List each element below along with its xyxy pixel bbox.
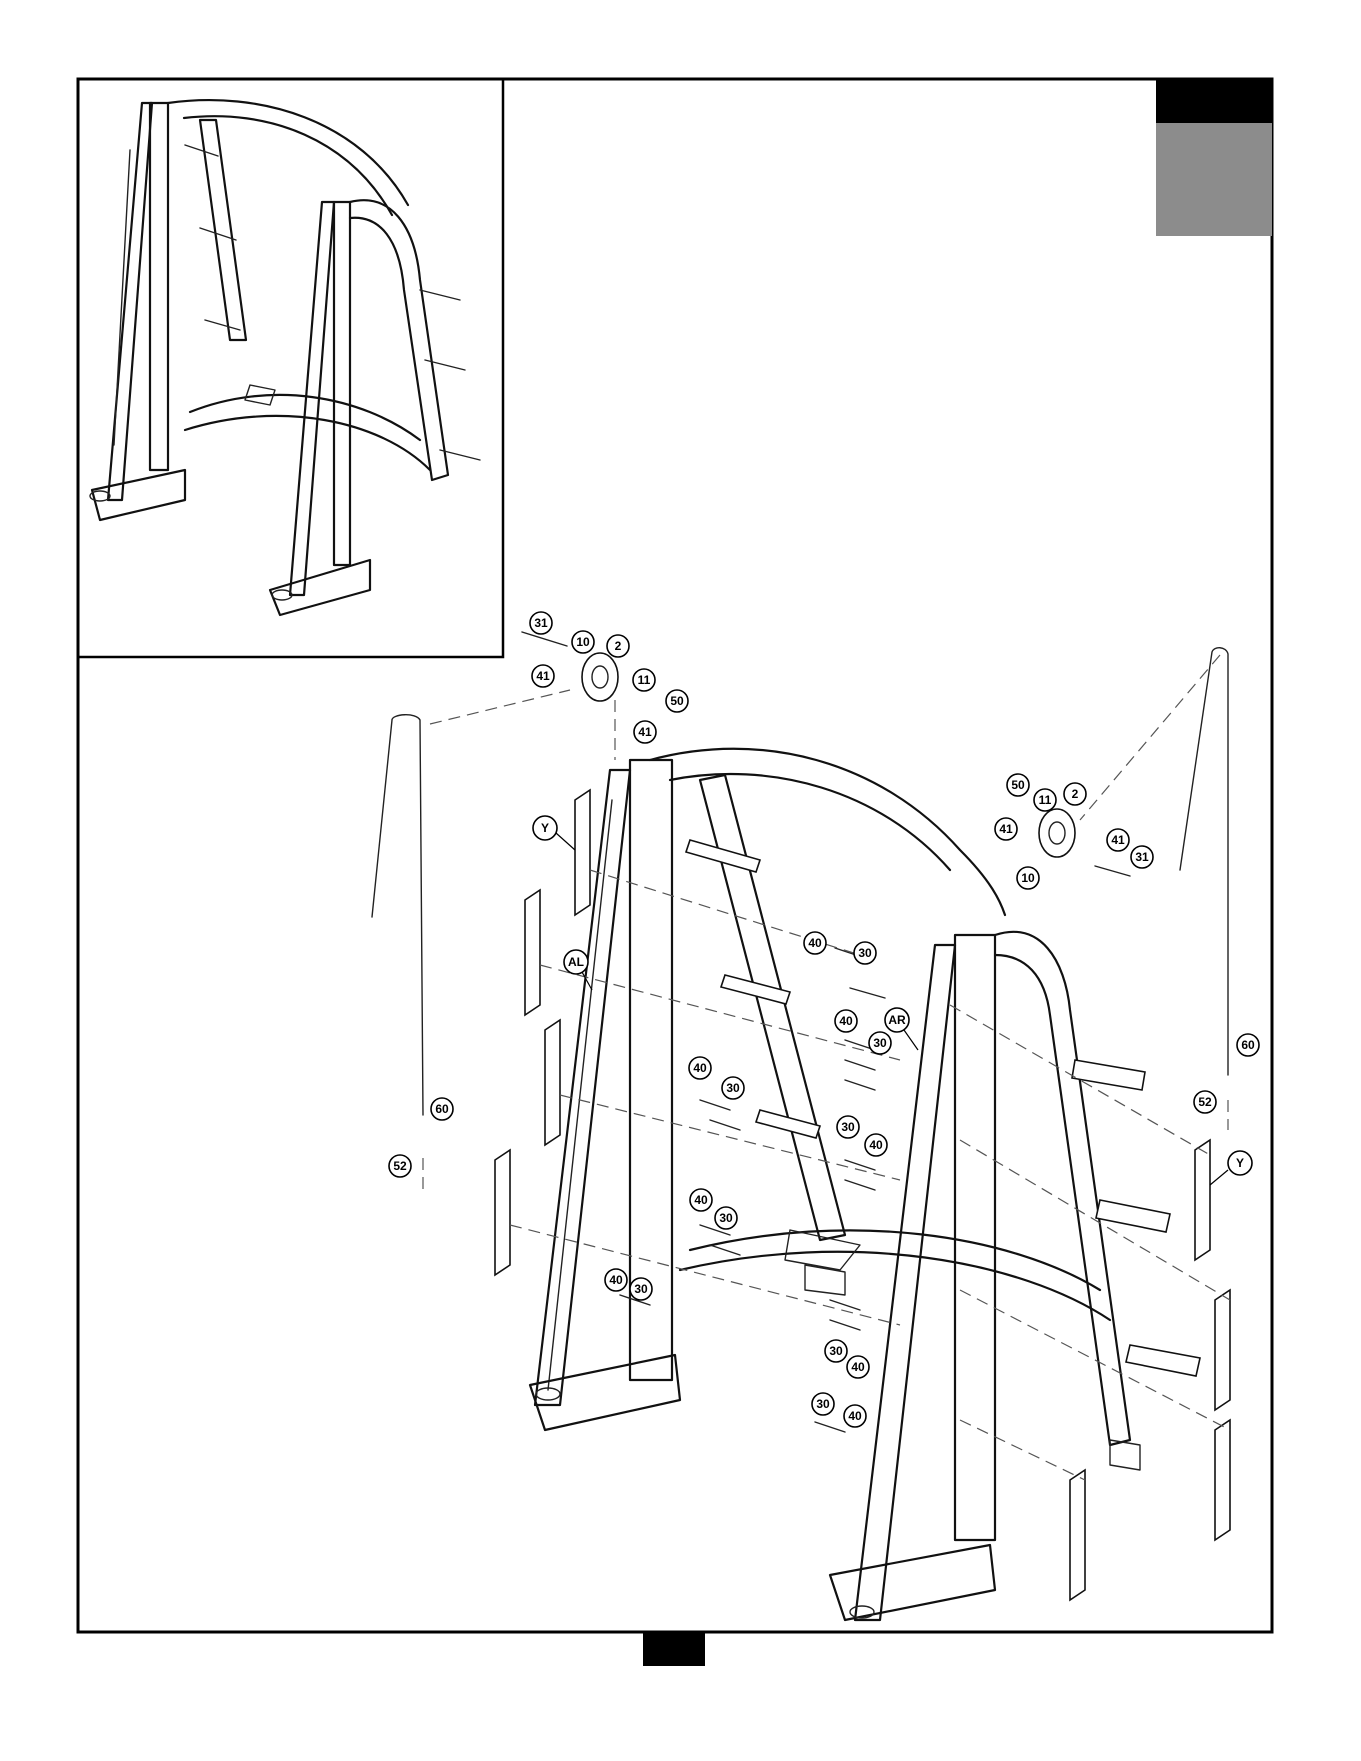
callout-30-d: 30 xyxy=(722,1077,744,1099)
catch-brackets-left xyxy=(495,790,590,1275)
callout-40-a-text: 40 xyxy=(808,936,822,950)
callout-41-right-b-text: 41 xyxy=(1111,833,1125,847)
callout-30-b-text: 30 xyxy=(873,1036,887,1050)
callout-10-left-text: 10 xyxy=(576,635,590,649)
callout-30-f-text: 30 xyxy=(634,1282,648,1296)
callout-30-h: 30 xyxy=(812,1393,834,1415)
callout-40-g-text: 40 xyxy=(851,1360,865,1374)
callout-30-g-text: 30 xyxy=(829,1344,843,1358)
callout-30-c: 30 xyxy=(837,1116,859,1138)
callout-40-h-text: 40 xyxy=(848,1409,862,1423)
inset-frame xyxy=(78,79,503,657)
callout-10-right: 10 xyxy=(1017,867,1039,889)
callout-Y-left-text: Y xyxy=(541,821,549,835)
inset-assembled-machine xyxy=(90,100,480,615)
callout-31-right-text: 31 xyxy=(1135,850,1149,864)
callout-50-left: 50 xyxy=(666,690,688,712)
callout-50-right-text: 50 xyxy=(1011,778,1025,792)
callout-Y-right-text: Y xyxy=(1236,1156,1244,1170)
callout-31-right: 31 xyxy=(1131,846,1153,868)
cable-left xyxy=(372,715,423,1115)
callout-30-a-text: 30 xyxy=(858,946,872,960)
callout-30-f: 30 xyxy=(630,1278,652,1300)
callout-40-e: 40 xyxy=(690,1189,712,1211)
callout-40-b: 40 xyxy=(835,1010,857,1032)
callout-41-left-text: 41 xyxy=(536,669,550,683)
callout-Y-left: Y xyxy=(533,816,575,850)
callout-11-right: 11 xyxy=(1034,789,1056,811)
callout-11-left: 11 xyxy=(633,669,655,691)
callout-40-d-text: 40 xyxy=(693,1061,707,1075)
callout-40-g: 40 xyxy=(847,1356,869,1378)
callout-30-e-text: 30 xyxy=(719,1211,733,1225)
callout-40-e-text: 40 xyxy=(694,1193,708,1207)
callout-52-left: 52 xyxy=(389,1155,411,1177)
page-frame xyxy=(78,79,1272,1632)
pulley-left xyxy=(582,653,618,701)
callout-52-right-text: 52 xyxy=(1198,1095,1212,1109)
callout-40-a: 40 xyxy=(804,932,826,954)
callout-11-right-text: 11 xyxy=(1039,793,1052,807)
callout-31-left: 31 xyxy=(530,612,552,634)
callout-41-right-b: 41 xyxy=(1107,829,1129,851)
callout-10-right-text: 10 xyxy=(1021,871,1035,885)
step-tab-dark xyxy=(1156,79,1272,123)
callout-40-b-text: 40 xyxy=(839,1014,853,1028)
callout-40-d: 40 xyxy=(689,1057,711,1079)
callout-2-left: 2 xyxy=(607,635,629,657)
callout-50-right: 50 xyxy=(1007,774,1029,796)
callout-2-left-text: 2 xyxy=(615,639,622,653)
callout-41-left: 41 xyxy=(532,665,554,687)
callout-30-e: 30 xyxy=(715,1207,737,1229)
callout-40-c: 40 xyxy=(865,1134,887,1156)
callout-30-d-text: 30 xyxy=(726,1081,740,1095)
callout-60-right-text: 60 xyxy=(1241,1038,1255,1052)
callout-Y-right: Y xyxy=(1210,1151,1252,1185)
callout-30-a: 30 xyxy=(854,942,876,964)
callout-40-f-text: 40 xyxy=(609,1273,623,1287)
callout-AL-text: AL xyxy=(568,955,584,969)
callout-52-left-text: 52 xyxy=(393,1159,407,1173)
callout-AR-text: AR xyxy=(888,1013,906,1027)
callout-60-left-text: 60 xyxy=(435,1102,449,1116)
cable-right xyxy=(1180,648,1228,1075)
callout-41-left-b-text: 41 xyxy=(638,725,652,739)
callout-40-f: 40 xyxy=(605,1269,627,1291)
callout-60-right: 60 xyxy=(1237,1034,1259,1056)
callout-30-g: 30 xyxy=(825,1340,847,1362)
callout-50-left-text: 50 xyxy=(670,694,684,708)
callout-2-right: 2 xyxy=(1064,783,1086,805)
step-tab-gray xyxy=(1156,123,1272,236)
callout-2-right-text: 2 xyxy=(1072,787,1079,801)
callout-41-right-a-text: 41 xyxy=(999,822,1013,836)
callout-41-left-b: 41 xyxy=(634,721,656,743)
callout-30-c-text: 30 xyxy=(841,1120,855,1134)
bolt-31-right xyxy=(1095,866,1130,876)
callout-40-h: 40 xyxy=(844,1405,866,1427)
callout-30-h-text: 30 xyxy=(816,1397,830,1411)
callout-52-right: 52 xyxy=(1194,1091,1216,1113)
callout-10-left: 10 xyxy=(572,631,594,653)
callout-40-c-text: 40 xyxy=(869,1138,883,1152)
callout-30-b: 30 xyxy=(869,1032,891,1054)
page-number-tab xyxy=(643,1632,705,1666)
callout-60-left: 60 xyxy=(431,1098,453,1120)
callout-11-left-text: 11 xyxy=(638,673,651,687)
callout-31-left-text: 31 xyxy=(534,616,548,630)
catch-brackets-right xyxy=(1070,1140,1230,1600)
callout-41-right-a: 41 xyxy=(995,818,1017,840)
pulley-right xyxy=(1039,809,1075,857)
main-exploded-frame xyxy=(530,749,1200,1620)
